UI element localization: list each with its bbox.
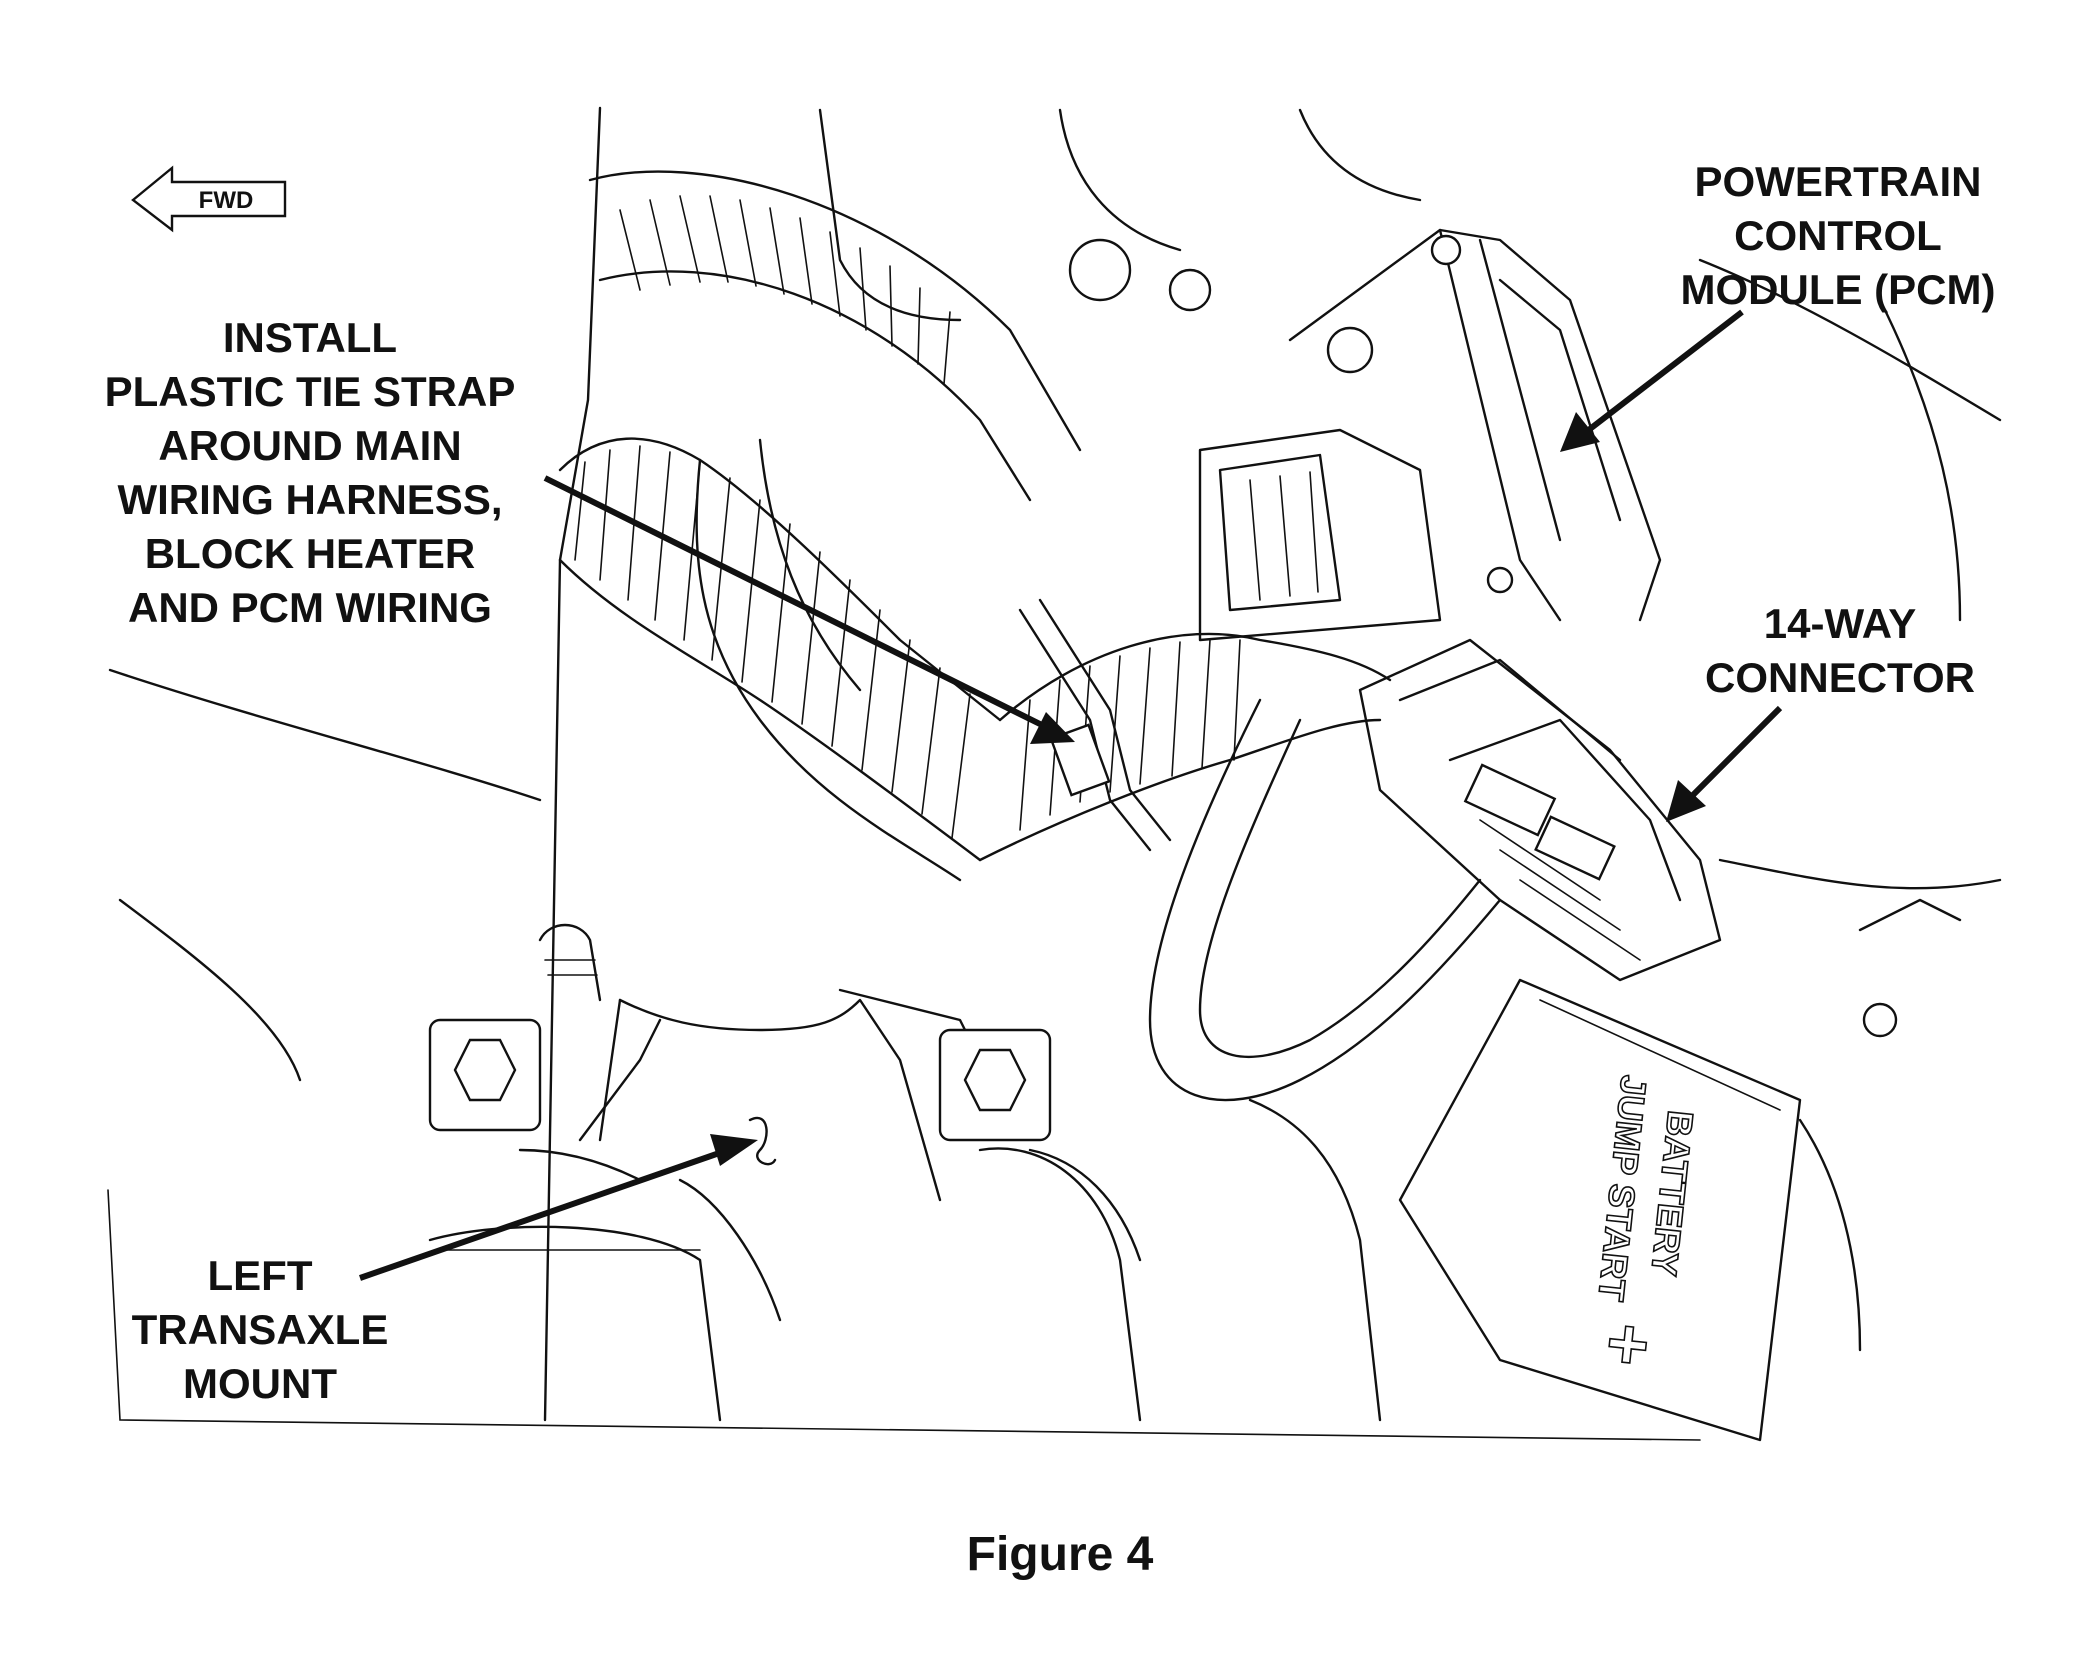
- callout-connector-line1: 14-WAY: [1764, 600, 1917, 647]
- arrowhead-connector: [1666, 780, 1706, 822]
- plus-icon: +: [1586, 1319, 1670, 1369]
- leader-line-tie-strap: [543, 475, 1050, 731]
- callout-transaxle-mount: LEFT TRANSAXLE MOUNT: [132, 1116, 777, 1407]
- callout-tie-strap-line6: AND PCM WIRING: [128, 584, 492, 631]
- callout-pcm-line3: MODULE (PCM): [1681, 266, 1996, 313]
- leader-line-pcm: [1584, 309, 1744, 435]
- callout-pcm-line1: POWERTRAIN: [1695, 158, 1982, 205]
- callout-tie-strap-line1: INSTALL: [223, 314, 397, 361]
- arrowhead-transaxle: [710, 1134, 758, 1166]
- callout-tie-strap-line4: WIRING HARNESS,: [117, 476, 502, 523]
- bolt-right: [938, 1028, 1052, 1142]
- engine-compartment-illustration: [107, 106, 2002, 1442]
- figure-caption: Figure 4: [967, 1528, 1154, 1581]
- callout-connector-line2: CONNECTOR: [1705, 654, 1975, 701]
- battery-jump-start-label: BATTERY JUMP START +: [1585, 1073, 1702, 1371]
- callout-pcm: POWERTRAIN CONTROL MODULE (PCM): [1560, 158, 1995, 452]
- callout-tie-strap-line3: AROUND MAIN: [158, 422, 461, 469]
- callout-connector: 14-WAY CONNECTOR: [1666, 600, 1975, 822]
- callout-tie-strap-line2: PLASTIC TIE STRAP: [105, 368, 516, 415]
- callout-transaxle-line1: LEFT: [208, 1252, 313, 1299]
- callout-transaxle-line2: TRANSAXLE: [132, 1306, 389, 1353]
- callout-pcm-line2: CONTROL: [1734, 212, 1942, 259]
- leader-line-transaxle: [359, 1147, 729, 1281]
- leader-line-connector: [1687, 705, 1783, 801]
- arrowhead-pcm: [1560, 412, 1600, 452]
- callout-tie-strap-line5: BLOCK HEATER: [145, 530, 476, 577]
- battery-label: BATTERY: [1643, 1109, 1701, 1278]
- fwd-label: FWD: [199, 187, 254, 214]
- fwd-arrow-icon: FWD: [131, 165, 287, 233]
- bolt-left: [428, 1018, 542, 1132]
- mount-pointer-squiggle: [748, 1116, 777, 1166]
- callout-tie-strap: INSTALL PLASTIC TIE STRAP AROUND MAIN WI…: [105, 314, 1075, 744]
- arrowhead-tie-strap: [1030, 712, 1075, 744]
- callout-transaxle-line3: MOUNT: [183, 1360, 337, 1407]
